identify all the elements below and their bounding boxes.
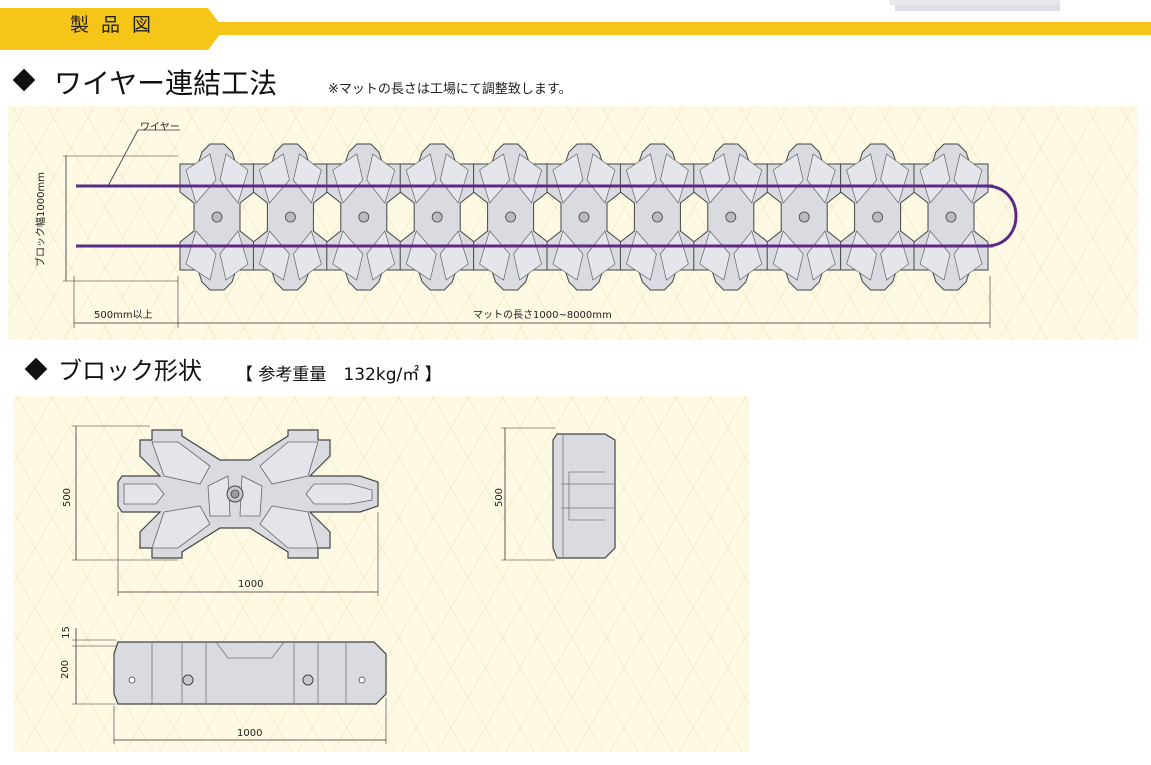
mat-block-segment bbox=[405, 230, 437, 281]
mat-block-segment bbox=[405, 153, 437, 204]
mat-block-segment bbox=[699, 230, 731, 281]
block-side-view bbox=[501, 427, 616, 561]
mat-block-hole bbox=[945, 211, 957, 223]
section2-bullet-icon bbox=[24, 357, 48, 381]
mat-block-segment bbox=[366, 153, 396, 204]
block-top-view bbox=[72, 425, 379, 596]
weight-note: 【 参考重量 132kg/㎡ 】 bbox=[236, 365, 442, 385]
mat-block-segment bbox=[479, 153, 510, 204]
section2-title: ブロック形状 bbox=[58, 357, 202, 385]
front-view-width-label: 1000 bbox=[237, 728, 263, 739]
block-front-view bbox=[72, 628, 387, 744]
mat-block-segment bbox=[625, 153, 657, 204]
section1-title: ワイヤー連結工法 bbox=[54, 67, 278, 100]
top-view-width-label: 1000 bbox=[238, 579, 264, 590]
mat-block-segment bbox=[332, 153, 364, 204]
mat-block-hole bbox=[725, 211, 737, 223]
mat-block-hole bbox=[358, 211, 370, 223]
mat-block-segment bbox=[772, 230, 804, 281]
mat-block-hole bbox=[578, 211, 590, 223]
side-view-height-label: 500 bbox=[494, 487, 506, 508]
mat-block-hole bbox=[652, 211, 663, 223]
mat-block-segment bbox=[185, 230, 217, 281]
mat-block-segment bbox=[846, 153, 877, 204]
mat-block-segment bbox=[772, 153, 804, 204]
mat-block-segment bbox=[439, 153, 469, 204]
mat-block-segment bbox=[293, 153, 322, 204]
mat-block-segment bbox=[258, 153, 290, 204]
mat-block-segment bbox=[513, 153, 543, 204]
mat-block-segment bbox=[552, 153, 584, 204]
mat-block-hole bbox=[284, 211, 296, 223]
mat-block-segment bbox=[258, 230, 290, 281]
mat-block-segment bbox=[846, 230, 877, 281]
mat-block-segment bbox=[733, 153, 763, 204]
mat-block-segment bbox=[586, 153, 616, 204]
mat-block-hole bbox=[505, 211, 517, 223]
header-tab-label: 製品図 bbox=[70, 14, 164, 36]
mat-block-segment bbox=[699, 153, 731, 204]
mat-block-segment bbox=[880, 153, 910, 204]
top-view-height-label: 500 bbox=[62, 487, 74, 508]
front-view-height-label: 200 bbox=[60, 659, 72, 680]
wire-method-diagram bbox=[63, 129, 1018, 328]
mat-block-segment bbox=[185, 153, 217, 204]
mat-block-segment bbox=[919, 230, 951, 281]
mat-block-hole bbox=[798, 211, 810, 223]
wire-label: ワイヤー bbox=[140, 122, 180, 133]
block-width-label: ブロック幅1000mm bbox=[35, 172, 47, 267]
mat-blocks bbox=[179, 143, 989, 291]
wire-loop bbox=[985, 184, 1018, 248]
block-front-outline bbox=[113, 641, 387, 705]
section1-note: ※マットの長さは工場にて調整致します。 bbox=[328, 82, 572, 97]
mat-block-segment bbox=[219, 153, 249, 204]
mat-block-hole bbox=[431, 211, 443, 223]
mat-length-label: マットの長さ1000~8000mm bbox=[473, 310, 612, 321]
mat-block-segment bbox=[479, 230, 510, 281]
section1-bullet-icon bbox=[12, 68, 36, 92]
mat-block-segment bbox=[660, 153, 689, 204]
lead-length-label: 500mm以上 bbox=[94, 310, 153, 321]
block-side-outline bbox=[552, 433, 616, 559]
mat-block-hole bbox=[211, 211, 223, 223]
mat-block-segment bbox=[919, 153, 951, 204]
mat-block-segment bbox=[332, 230, 364, 281]
mat-block-segment bbox=[806, 153, 836, 204]
header-bar bbox=[0, 0, 1151, 50]
mat-block-segment bbox=[625, 230, 657, 281]
mat-block-segment bbox=[552, 230, 584, 281]
front-view-top-label: 15 bbox=[60, 626, 72, 639]
mat-block-hole bbox=[872, 211, 883, 223]
mat-block-segment bbox=[953, 153, 983, 204]
